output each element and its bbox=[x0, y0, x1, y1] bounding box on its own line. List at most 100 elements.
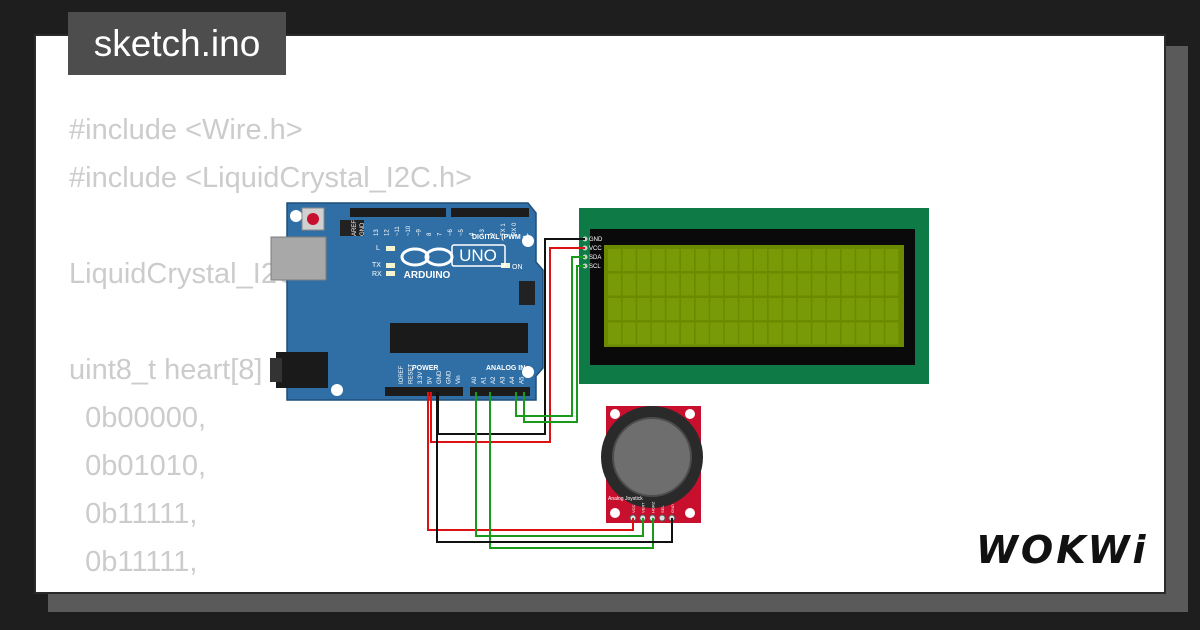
lcd-cell bbox=[827, 273, 840, 296]
lcd-cell bbox=[856, 298, 870, 320]
mounting-hole bbox=[610, 409, 620, 419]
digital-header-2 bbox=[451, 208, 529, 217]
digital-pin-label: ~10 bbox=[406, 225, 412, 236]
analog-header bbox=[470, 387, 530, 396]
lcd-cell bbox=[739, 249, 753, 271]
lcd-cell bbox=[710, 322, 724, 345]
lcd-cell bbox=[885, 249, 899, 271]
lcd-cell bbox=[724, 298, 738, 320]
joystick-pin-label: SEL bbox=[660, 505, 665, 513]
lcd-cell bbox=[739, 322, 753, 345]
icsp-header-top bbox=[340, 220, 364, 236]
code-line: 0b01010, bbox=[69, 450, 207, 482]
lcd-cell bbox=[710, 273, 724, 296]
wire-joy-gnd bbox=[436, 392, 673, 543]
power-pin-label: GND bbox=[447, 370, 453, 384]
lcd-cell bbox=[812, 273, 826, 296]
analog-pin-label: A1 bbox=[482, 376, 488, 384]
lcd-cell bbox=[754, 298, 767, 320]
lcd-cell bbox=[797, 249, 811, 271]
lcd-cell bbox=[856, 322, 870, 345]
lcd-cell bbox=[783, 273, 797, 296]
lcd-cell bbox=[724, 249, 738, 271]
lcd-cell bbox=[812, 249, 826, 271]
lcd-cell bbox=[754, 273, 767, 296]
lcd-pin-label: SCL bbox=[589, 264, 601, 270]
code-line: 0b11111, bbox=[69, 546, 198, 578]
analog-pin-label: A0 bbox=[472, 376, 478, 384]
lcd-cell bbox=[710, 298, 724, 320]
lcd-cell bbox=[651, 273, 665, 296]
wires bbox=[427, 238, 673, 549]
arduino-logo bbox=[400, 244, 506, 267]
reset-button-cap bbox=[307, 213, 319, 225]
lcd-cell bbox=[841, 249, 855, 271]
lcd-cell bbox=[783, 298, 797, 320]
digital-pin-label: 8 bbox=[427, 232, 433, 236]
digital-pin-label: TX 1 bbox=[501, 223, 507, 236]
lcd-cell bbox=[710, 249, 724, 271]
digital-pin-label: 4 bbox=[469, 232, 475, 236]
lcd-pin-label: VCC bbox=[589, 246, 602, 252]
lcd-cell bbox=[637, 273, 651, 296]
lcd-cell bbox=[622, 298, 636, 320]
mounting-hole bbox=[522, 235, 534, 247]
lcd-cell bbox=[797, 298, 811, 320]
sketch-title-tab[interactable]: sketch.ino bbox=[68, 12, 286, 75]
arduino-uno-board[interactable]: UNO ARDUINO DIGITAL (PWM ~) ANALOG IN PO… bbox=[270, 202, 544, 401]
lcd-cell bbox=[754, 322, 767, 345]
wokwi-logo: WOKWi bbox=[976, 528, 1149, 572]
lcd-cell bbox=[827, 249, 840, 271]
lcd-cell bbox=[768, 273, 782, 296]
lcd-cell bbox=[827, 322, 840, 345]
lcd-cell bbox=[724, 322, 738, 345]
wire-joy-horz bbox=[489, 392, 654, 549]
led-rx bbox=[386, 271, 395, 276]
joystick-pin[interactable] bbox=[658, 514, 666, 522]
lcd-cell bbox=[637, 298, 651, 320]
lcd-cell bbox=[608, 322, 621, 345]
lcd-cell bbox=[651, 322, 665, 345]
digital-pin-label: ~6 bbox=[448, 228, 454, 236]
digital-pin-label: 2 bbox=[491, 232, 497, 236]
lcd-cell bbox=[870, 298, 884, 320]
power-pin-label: RESET bbox=[409, 364, 415, 384]
joystick-knob[interactable] bbox=[612, 417, 692, 497]
lcd-cell bbox=[841, 298, 855, 320]
power-pin-label: IOREF bbox=[399, 365, 405, 384]
lcd-cell bbox=[622, 249, 636, 271]
digital-pin-label: ~9 bbox=[416, 228, 422, 236]
digital-pin-label: ~11 bbox=[395, 226, 401, 236]
mounting-hole bbox=[522, 366, 534, 378]
analog-pin-label: A4 bbox=[510, 376, 516, 384]
mounting-hole bbox=[610, 508, 620, 518]
joystick-pin-label: HORZ bbox=[650, 501, 655, 513]
lcd-cell bbox=[856, 273, 870, 296]
lcd-cell bbox=[783, 322, 797, 345]
lcd-cell bbox=[681, 298, 694, 320]
analog-pin-label: A2 bbox=[491, 376, 497, 384]
wire-lcd-sda bbox=[515, 256, 585, 417]
lcd-cell bbox=[856, 249, 870, 271]
power-pin-label: GND bbox=[437, 370, 443, 384]
lcd-cell bbox=[870, 322, 884, 345]
lcd-cell bbox=[841, 322, 855, 345]
lcd-cell bbox=[608, 273, 621, 296]
usb-connector bbox=[270, 236, 327, 281]
lcd-cell bbox=[797, 322, 811, 345]
digital-label: DIGITAL (PWM ~) bbox=[472, 234, 529, 241]
lcd-cell bbox=[768, 249, 782, 271]
digital-pin-label: 7 bbox=[438, 232, 444, 236]
code-line: #include <Wire.h> bbox=[69, 114, 303, 146]
lcd-cell bbox=[666, 273, 680, 296]
lcd-cell bbox=[666, 298, 680, 320]
digital-header-1 bbox=[350, 208, 446, 217]
lcd-cell bbox=[695, 298, 709, 320]
code-line: 0b11111, bbox=[69, 498, 198, 530]
lcd-cell bbox=[841, 273, 855, 296]
lcd-cell bbox=[681, 273, 694, 296]
digital-pin-label: ~5 bbox=[459, 228, 465, 236]
